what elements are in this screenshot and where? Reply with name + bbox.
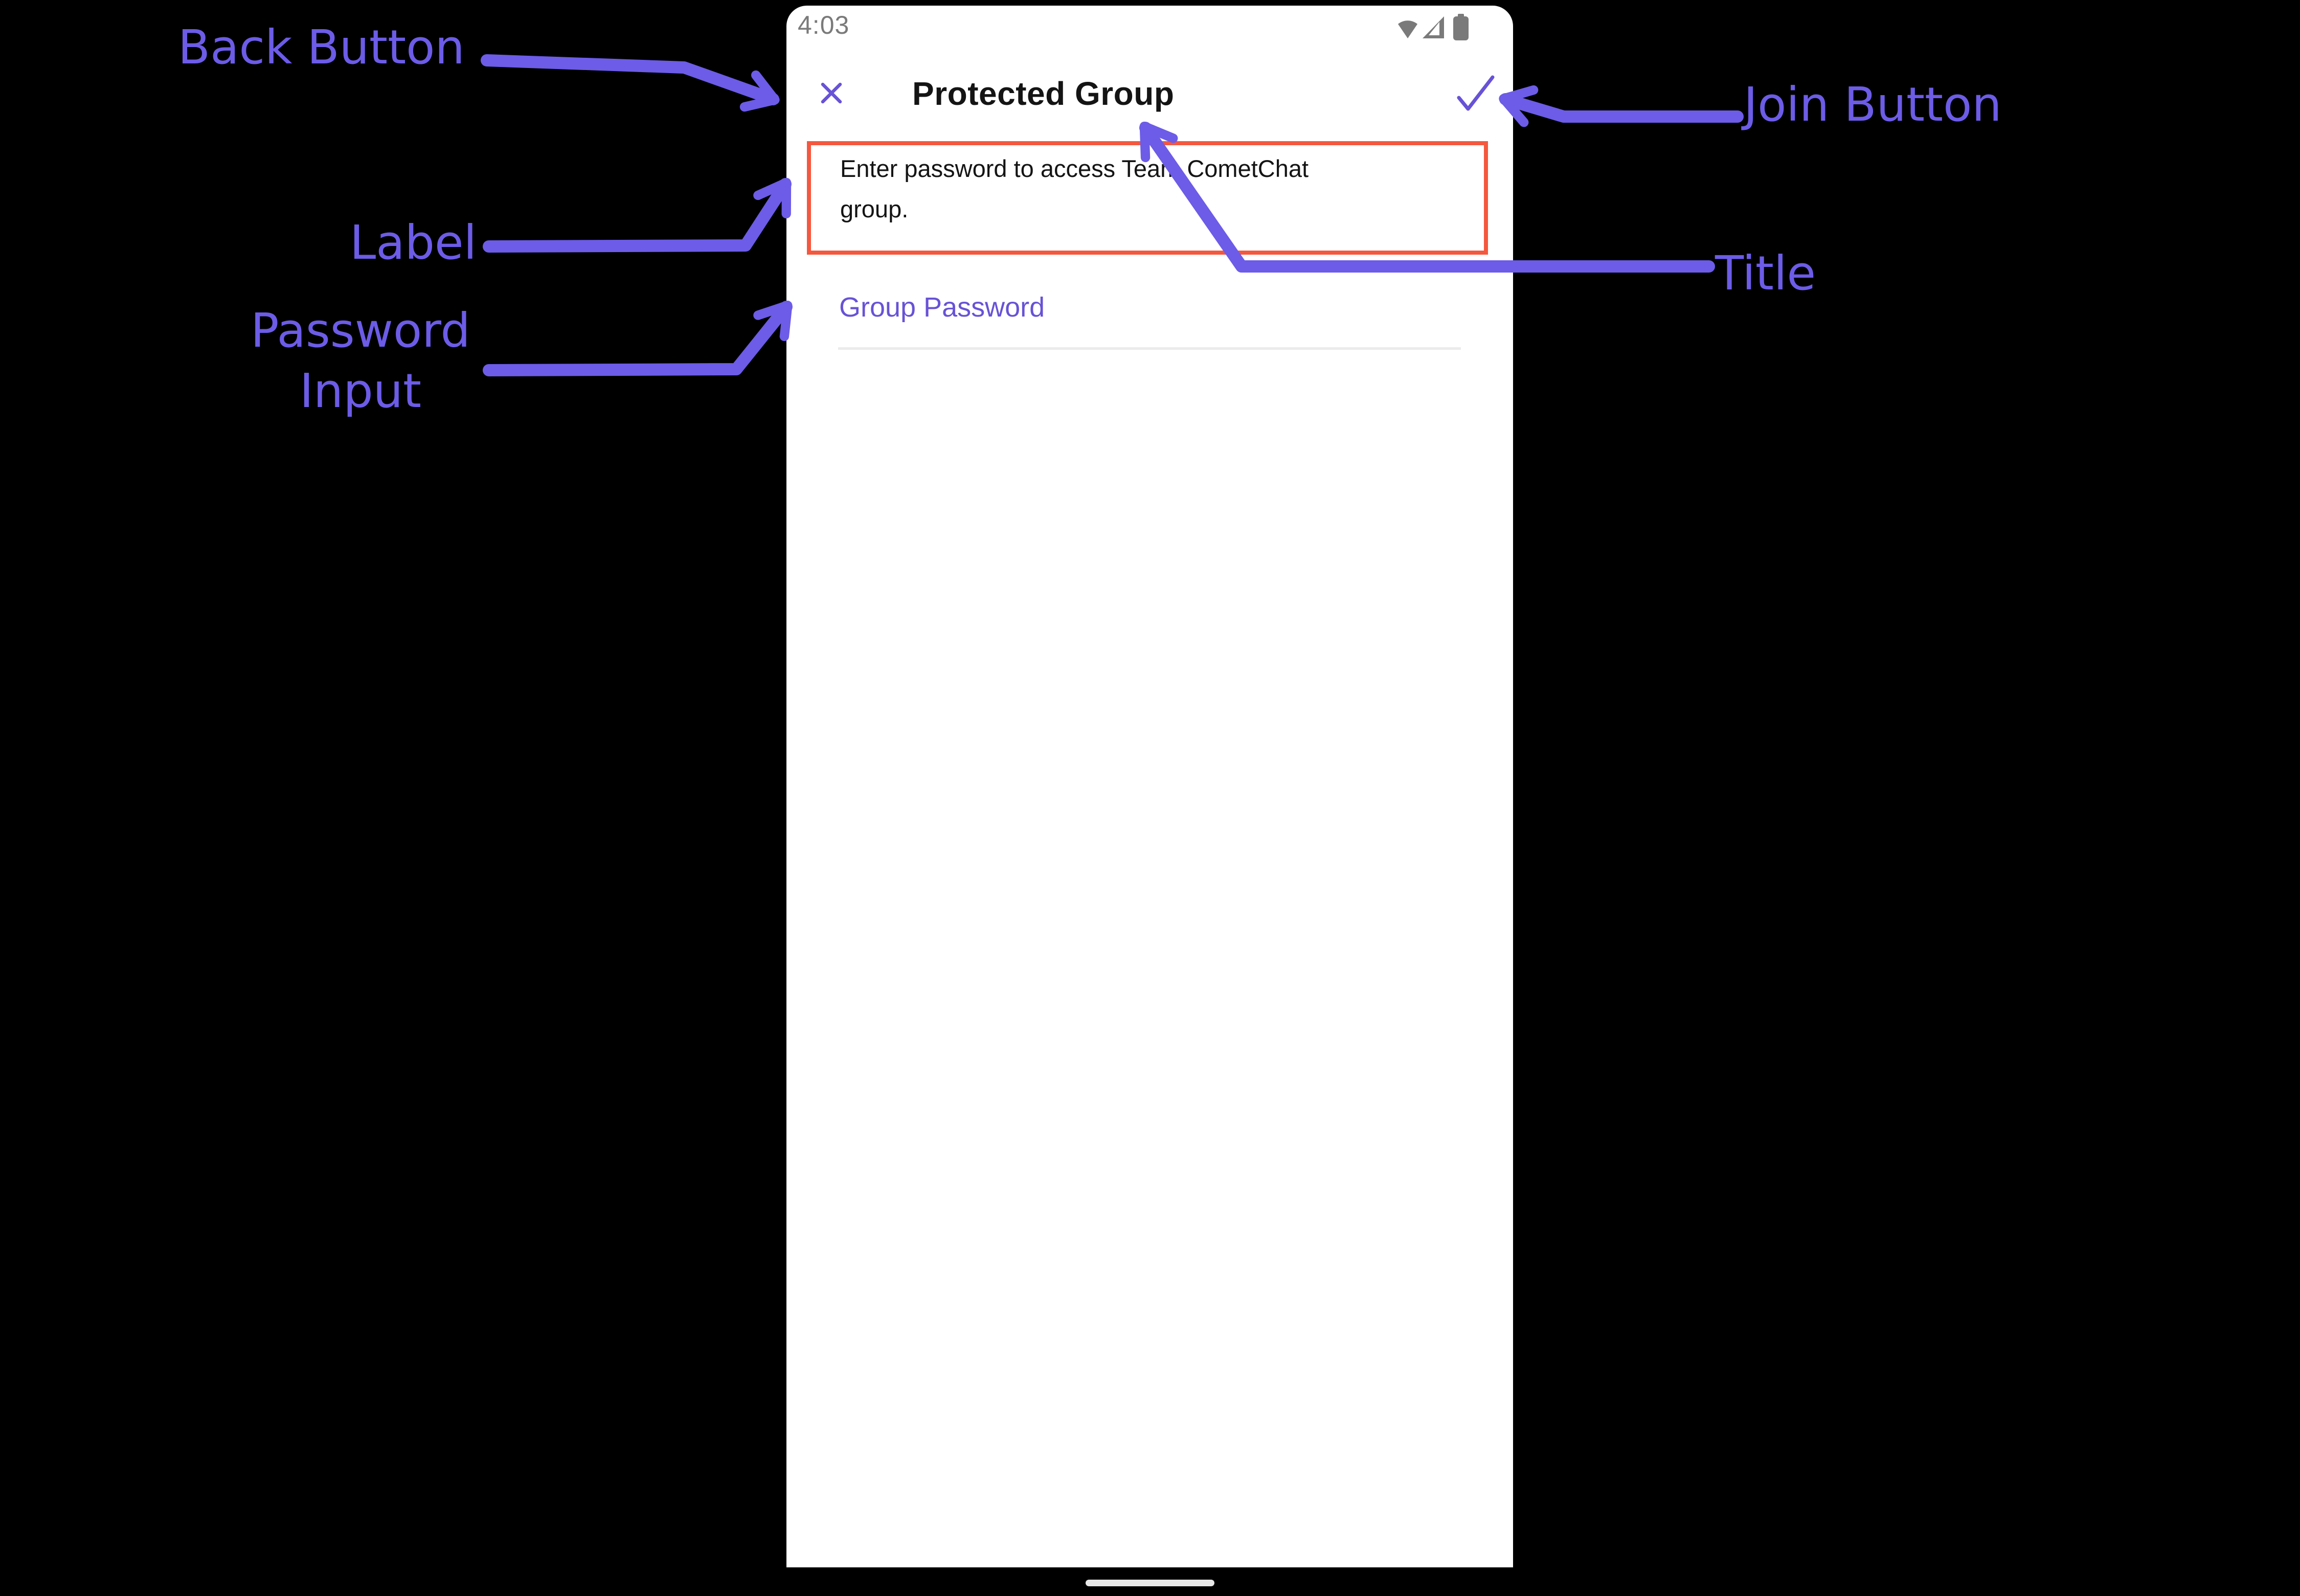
- annotation-join-button-label: Join Button: [1744, 77, 2002, 132]
- annotation-password-input-label: Password Input: [251, 303, 470, 418]
- status-bar-time: 4:03: [798, 11, 850, 39]
- arrow-label: [483, 177, 792, 253]
- password-field: [838, 281, 1461, 350]
- password-input[interactable]: [838, 281, 1461, 350]
- page-title: Protected Group: [912, 75, 1175, 112]
- arrow-back-button: [481, 54, 780, 112]
- arrow-password-input: [483, 300, 793, 376]
- annotation-back-button-label: Back Button: [178, 20, 465, 75]
- arrow-join-button: [1499, 85, 1744, 127]
- battery-icon: [1453, 14, 1469, 40]
- phone-screen: 4:03 Protected Group: [786, 6, 1513, 1567]
- annotation-title-label: Title: [1715, 246, 1816, 301]
- close-x-icon: [821, 82, 842, 103]
- checkmark-icon: [1457, 75, 1495, 111]
- back-close-button[interactable]: [815, 77, 848, 110]
- home-indicator[interactable]: [1086, 1580, 1214, 1586]
- instruction-text: Enter password to access Team CometChat …: [840, 155, 1309, 222]
- app-header: Protected Group: [786, 71, 1513, 132]
- join-button[interactable]: [1451, 68, 1500, 117]
- annotation-label-label: Label: [350, 215, 477, 270]
- wifi-icon: [1398, 20, 1417, 38]
- status-bar-icons: [1396, 14, 1494, 40]
- cell-signal-icon: [1423, 16, 1444, 38]
